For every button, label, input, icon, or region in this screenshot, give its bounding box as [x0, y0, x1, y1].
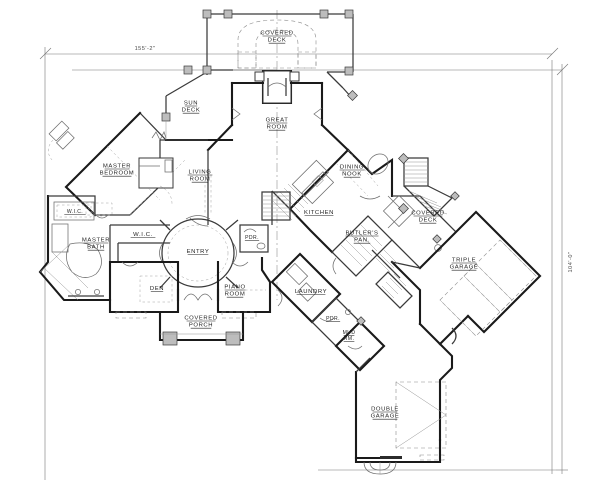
- covered-porch-walls: [158, 310, 245, 346]
- room-label-text: SUN: [184, 100, 198, 106]
- room-label-text: TRIPLE: [452, 257, 476, 263]
- kitchen-walls: [271, 148, 350, 254]
- room-label-text: ROOM: [267, 125, 288, 131]
- room-label-text: DECK: [182, 108, 201, 114]
- room-label-text: PIANO: [224, 284, 245, 290]
- room-labels-layer: COVERED DECK SUN DECK GREAT ROOM MASTER BEDROOM…: [64, 30, 479, 420]
- covered-deck-east-walls: [382, 194, 457, 269]
- room-label-text: BUTLER'S: [345, 230, 378, 236]
- dining-nook-walls: [335, 148, 394, 200]
- living-room-walls: [160, 139, 212, 227]
- powder-north-walls: [239, 224, 269, 253]
- room-label-text: GREAT: [266, 117, 289, 123]
- room-label-text: DEN: [150, 286, 164, 292]
- butlers-pantry-walls: [331, 215, 393, 277]
- room-label-text: ROOM: [190, 177, 211, 183]
- room-label-text: KITCHEN: [304, 210, 334, 216]
- wic-lower-walls: [85, 202, 170, 262]
- room-label-text: ENTRY: [187, 249, 210, 255]
- great-room-walls: [206, 69, 350, 152]
- double-garage-walls: [354, 342, 454, 475]
- overall-height-dimension: 104'-0": [568, 252, 574, 273]
- room-label-text: ROOM: [225, 292, 246, 298]
- room-label-text: LIVING: [189, 169, 212, 175]
- mud-powder-walls: [311, 297, 386, 372]
- room-label-text: MASTER: [82, 237, 110, 243]
- piano-room-walls: [216, 256, 272, 319]
- room-label-text: GARAGE: [450, 265, 479, 271]
- room-label-text: LAUNDRY: [295, 289, 327, 295]
- room-label-text: DOUBLE: [371, 406, 399, 412]
- room-label-text: DINING: [340, 164, 364, 170]
- room-label-text: COVERED: [260, 30, 293, 36]
- room-label-text: BEDROOM: [100, 171, 135, 177]
- room-label-text: PAN.: [354, 238, 370, 244]
- interior-stairs: [261, 191, 413, 309]
- room-label-text: W.I.C.: [67, 209, 83, 215]
- room-label-text: COVERED: [184, 315, 217, 321]
- room-label-text: NOOK: [342, 172, 362, 178]
- room-label-text: DECK: [419, 218, 438, 224]
- room-label-text: PORCH: [189, 323, 213, 329]
- room-label-text: COVERED: [411, 210, 444, 216]
- covered-deck-north-outline: [237, 19, 317, 69]
- room-label-text: DECK: [268, 38, 287, 44]
- beam-connectors: [161, 9, 358, 122]
- room-label-text: GARAGE: [371, 414, 400, 420]
- room-label-text: W.I.C.: [133, 232, 153, 238]
- room-label-text: BATH: [87, 245, 105, 251]
- room-label-text: MUD: [343, 330, 356, 336]
- triple-garage-walls: [390, 210, 542, 346]
- master-bedroom-walls: [48, 111, 186, 217]
- laundry-walls: [270, 252, 342, 324]
- sun-deck-walls: [139, 112, 234, 142]
- room-label-text: PDR.: [326, 316, 340, 322]
- room-label-text: MASTER: [103, 163, 131, 169]
- room-label-text: RM.: [344, 336, 355, 342]
- dimension-frame: [39, 47, 569, 480]
- exterior-stairs-ne: [398, 153, 460, 244]
- overall-width-dimension: 155'-2": [135, 46, 156, 52]
- den-walls: [108, 260, 180, 319]
- room-label-text: PDR.: [245, 235, 259, 241]
